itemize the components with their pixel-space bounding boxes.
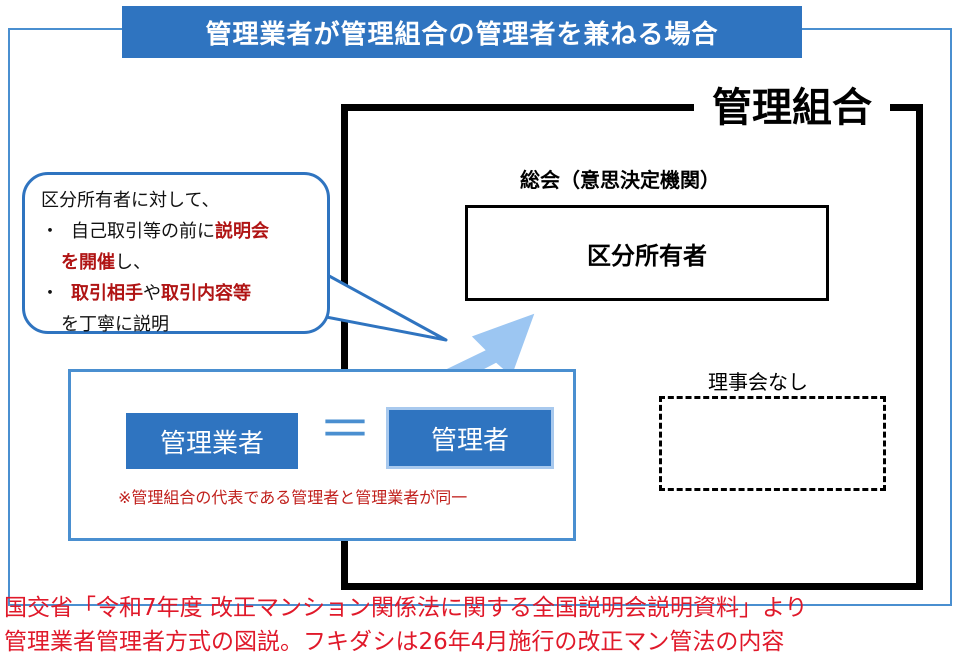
bubble-line-4: ・取引相手や取引内容等 [41,278,319,309]
management-company-label: 管理業者 [159,428,264,459]
bubble-line-2: ・自己取引等の前に説明会 [41,216,319,247]
title-banner: 管理業者が管理組合の管理者を兼ねる場合 [122,6,802,58]
source-caption: 国交省「令和7年度 改正マンション関係法に関する全国説明会説明資料」より 管理業… [4,591,956,659]
equals-sign: ＝ [318,398,372,461]
general-assembly-label: 総会（意思決定機関） [520,168,720,192]
unit-owners-box: 区分所有者 [465,205,829,301]
manager-label: 管理者 [430,425,509,456]
bubble-line-1: 区分所有者に対して、 [41,190,220,211]
manager-box: 管理者 [386,407,554,469]
management-union-frame [341,104,923,590]
bubble-line-5: を丁寧に説明 [61,314,169,335]
bullet-mark: ・ [41,221,59,242]
caption-line-1: 国交省「令和7年度 改正マンション関係法に関する全国説明会説明資料」より [4,595,808,621]
unit-owners-label: 区分所有者 [587,241,707,270]
bullet-mark: ・ [41,283,59,304]
same-entity-note: ※管理組合の代表である管理者と管理業者が同一 [118,488,468,507]
bubble-line-3: を開催し、 [61,252,151,273]
management-union-label: 管理組合 [694,80,890,136]
no-board-label: 理事会なし [708,370,808,394]
explanation-bubble: 区分所有者に対して、 ・自己取引等の前に説明会 を開催し、 ・取引相手や取引内容… [22,172,330,335]
management-company-box: 管理業者 [126,413,298,469]
no-board-dashed-box [659,396,886,491]
caption-line-2: 管理業者管理者方式の図説。フキダシは26年4月施行の改正マン管法の内容 [4,629,785,655]
